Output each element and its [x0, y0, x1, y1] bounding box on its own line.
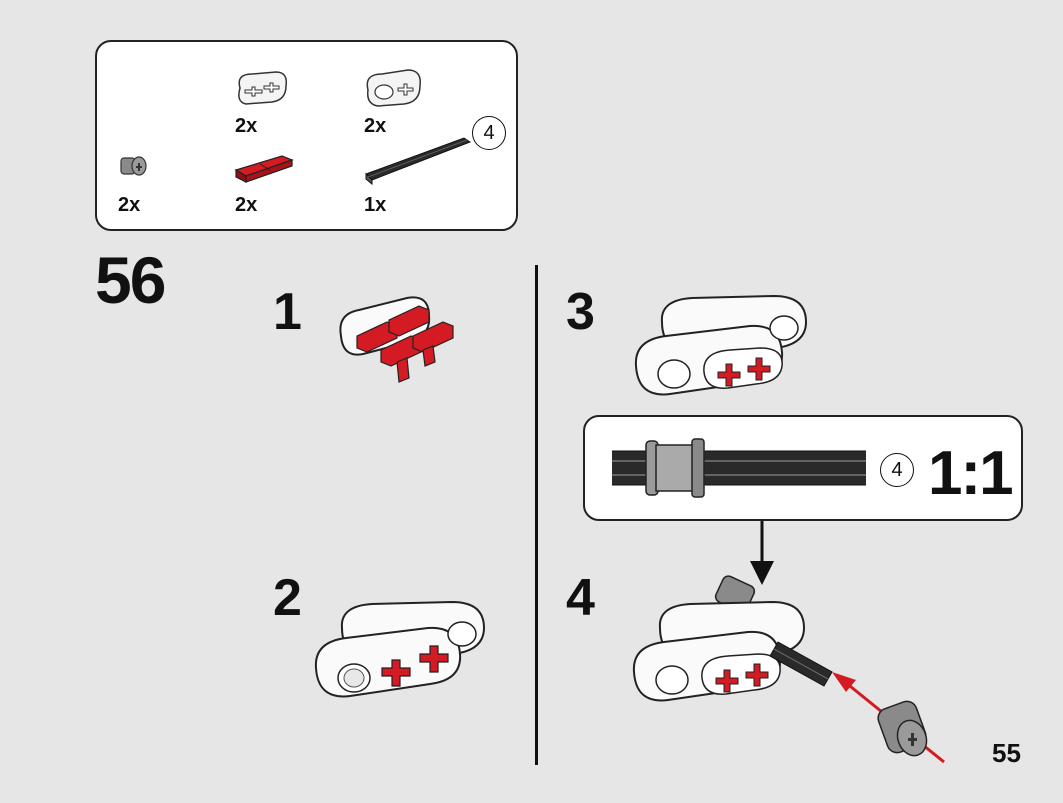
substep-2-label: 2 [273, 569, 302, 627]
down-arrow-icon [750, 521, 774, 585]
callout-axle-length-badge: 4 [880, 453, 914, 487]
beam-pin-hole-qty: 2x [364, 115, 387, 137]
step-number: 56 [95, 243, 166, 317]
axle-qty: 1x [364, 194, 387, 216]
substep-3-label: 3 [566, 283, 595, 341]
substep-3-illustration [634, 294, 808, 396]
scale-ratio: 1:1 [928, 439, 1014, 508]
red-axle-pin-icon [234, 155, 294, 183]
beam-axle-holes-qty: 2x [235, 115, 258, 137]
axle-length-badge: 4 [472, 116, 506, 150]
substep-1-illustration [339, 296, 454, 383]
bush-icon [120, 156, 147, 176]
page-number: 55 [992, 738, 1021, 768]
red-axle-pin-qty: 2x [235, 194, 258, 216]
axle-with-bush-illustration [612, 438, 866, 498]
column-divider [535, 265, 538, 765]
parts-list-box [95, 40, 518, 231]
substep-1-label: 1 [273, 283, 302, 341]
beam-axle-holes-icon [238, 71, 288, 105]
substep-4-illustration [632, 575, 945, 764]
substep-4-label: 4 [566, 569, 595, 627]
axle-icon [365, 137, 472, 186]
bush-qty: 2x [118, 194, 141, 216]
beam-pin-hole-icon [366, 69, 421, 107]
substep-2-illustration [314, 600, 486, 698]
